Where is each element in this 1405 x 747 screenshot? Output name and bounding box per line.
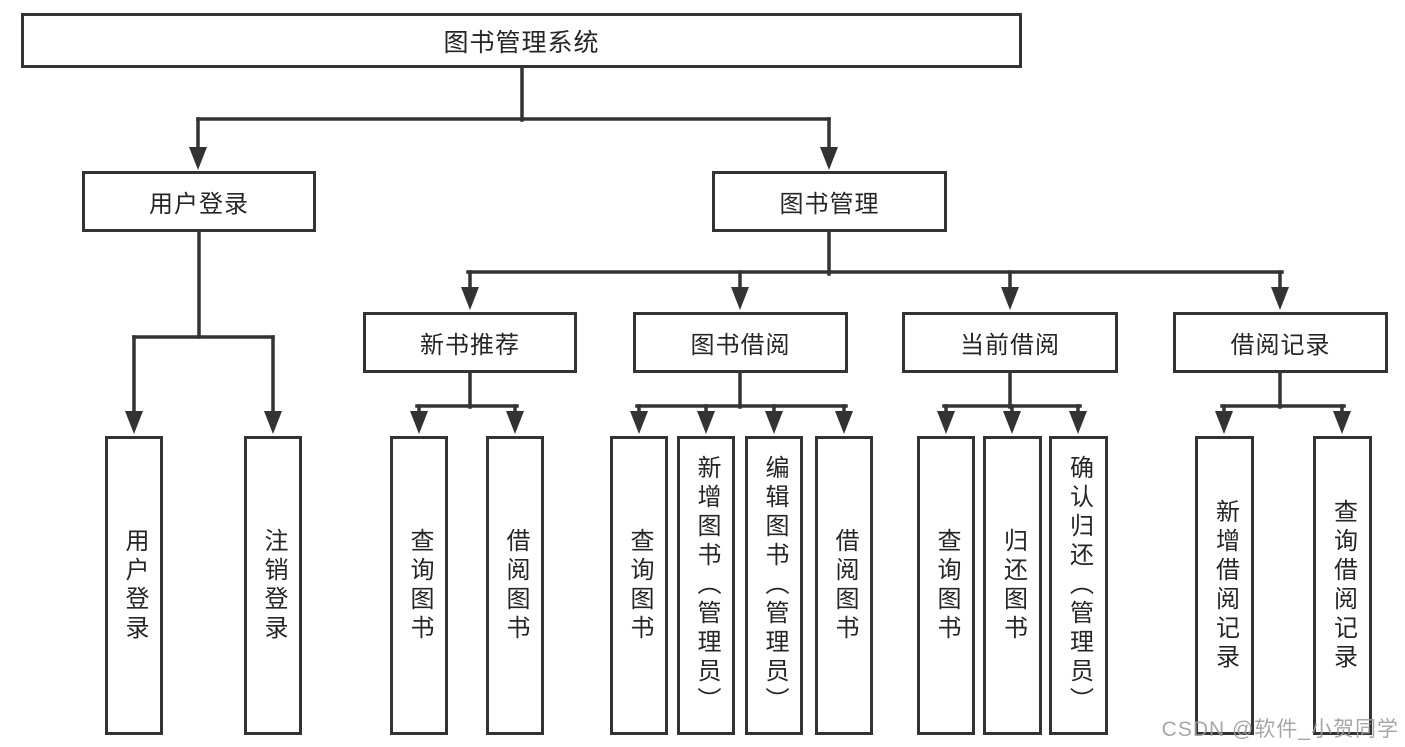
node-label: 查询图书 xyxy=(933,527,960,644)
node-label: 查询借阅记录 xyxy=(1329,498,1357,673)
node-label: 注销登录 xyxy=(260,527,287,644)
node-label: 归还图书 xyxy=(999,527,1027,644)
node-leaf-borrow-query-books: 查询图书 xyxy=(610,436,668,735)
node-leaf-confirm-return-admin: 确认归还（管理员） xyxy=(1049,436,1108,735)
node-label: 图书借阅 xyxy=(690,332,791,359)
csdn-watermark: CSDN @软件_小贺同学 xyxy=(1161,718,1399,741)
node-label: 编辑图书（管理员） xyxy=(761,455,788,716)
node-book-management: 图书管理 xyxy=(712,171,947,232)
node-leaf-add-borrow-record: 新增借阅记录 xyxy=(1195,436,1254,735)
node-root-system: 图书管理系统 xyxy=(21,13,1022,68)
node-label: 新书推荐 xyxy=(420,332,520,359)
node-leaf-add-books-admin: 新增图书（管理员） xyxy=(677,436,735,735)
node-label: 新增图书（管理员） xyxy=(693,455,720,716)
node-label: 确认归还（管理员） xyxy=(1065,455,1093,716)
node-leaf-edit-books-admin: 编辑图书（管理员） xyxy=(745,436,803,735)
node-label: 借阅图书 xyxy=(502,527,529,644)
node-book-borrowing: 图书借阅 xyxy=(633,312,848,373)
node-leaf-user-login: 用户登录 xyxy=(105,436,163,735)
node-leaf-recommend-borrow-books: 借阅图书 xyxy=(486,436,544,735)
node-label: 用户登录 xyxy=(149,191,249,218)
node-new-book-recommend: 新书推荐 xyxy=(363,312,577,373)
node-user-login: 用户登录 xyxy=(82,171,316,232)
node-leaf-borrow-books: 借阅图书 xyxy=(815,436,873,735)
node-label: 图书管理系统 xyxy=(443,28,600,57)
node-label: 用户登录 xyxy=(121,527,148,644)
node-leaf-recommend-query-books: 查询图书 xyxy=(390,436,448,735)
node-label: 借阅图书 xyxy=(831,527,858,644)
node-label: 借阅记录 xyxy=(1230,332,1331,359)
node-label: 图书管理 xyxy=(779,191,880,218)
node-leaf-logout: 注销登录 xyxy=(244,436,302,735)
node-borrow-records: 借阅记录 xyxy=(1173,312,1388,373)
node-leaf-query-borrow-record: 查询借阅记录 xyxy=(1313,436,1372,735)
node-label: 新增借阅记录 xyxy=(1211,498,1239,673)
node-label: 当前借阅 xyxy=(960,332,1060,359)
node-leaf-current-query-books: 查询图书 xyxy=(917,436,975,735)
node-label: 查询图书 xyxy=(406,527,433,644)
node-label: 查询图书 xyxy=(626,527,653,644)
node-leaf-return-books: 归还图书 xyxy=(983,436,1042,735)
node-current-borrowing: 当前借阅 xyxy=(902,312,1118,373)
